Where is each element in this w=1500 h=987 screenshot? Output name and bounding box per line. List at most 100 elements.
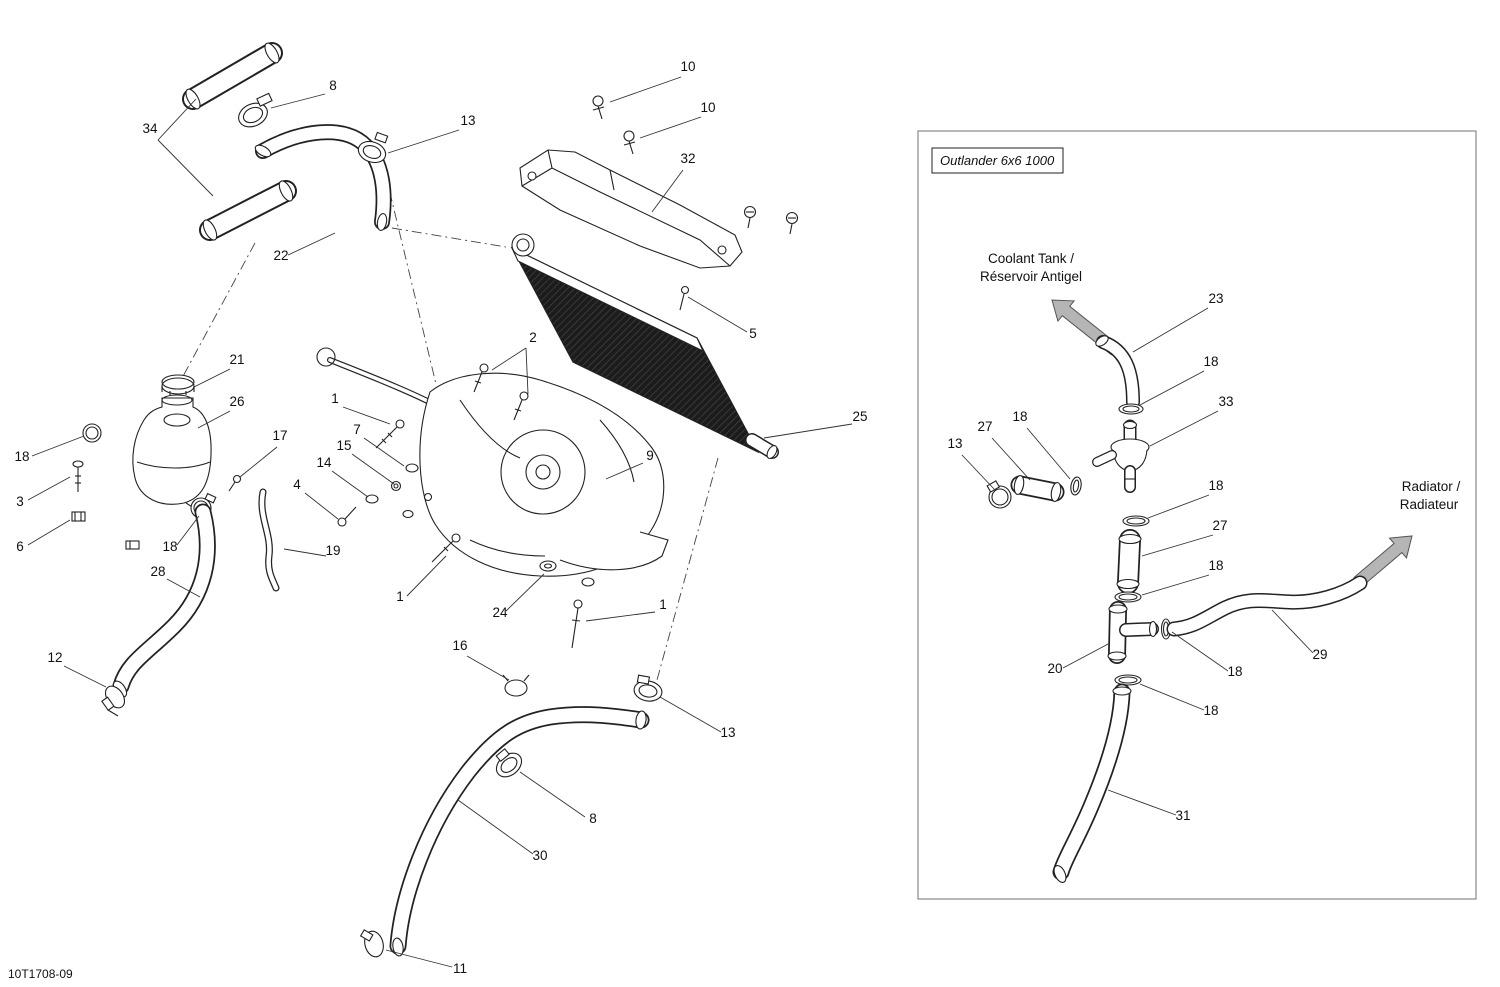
- hose-29: [1166, 575, 1368, 637]
- callout-17: 17: [272, 428, 287, 443]
- screw-32a: [743, 205, 757, 229]
- leader-line: [525, 347, 529, 395]
- callout-8: 8: [329, 78, 337, 93]
- hose-27-short: [1010, 475, 1065, 502]
- bolt-1c: [571, 599, 583, 649]
- thermostat-33: [1092, 419, 1150, 493]
- callout-31: 31: [1175, 808, 1190, 823]
- inset-box: Outlander 6x6 1000: [917, 130, 1477, 900]
- leader-line: [166, 578, 201, 598]
- callout-7: 7: [353, 422, 361, 437]
- hose-23: [1095, 335, 1140, 409]
- callout-34: 34: [142, 121, 158, 136]
- screw-17: [228, 474, 242, 492]
- leader-line: [387, 129, 460, 154]
- callout-33: 33: [1218, 394, 1233, 409]
- ring-18-inset: [1070, 476, 1082, 496]
- clamp-18-e: [1114, 674, 1142, 686]
- callout-1: 1: [659, 597, 667, 612]
- leader-line: [1141, 534, 1214, 557]
- leader-line: [466, 655, 510, 681]
- callout-18: 18: [1012, 409, 1027, 424]
- leader-line: [1171, 631, 1229, 672]
- callout-13: 13: [947, 436, 962, 451]
- callout-10: 10: [680, 59, 695, 74]
- callout-18: 18: [162, 539, 177, 554]
- o-ring-18: [82, 423, 102, 443]
- bolt-4: [337, 506, 357, 527]
- clamp-13-inset: [986, 480, 1012, 509]
- leader-line: [363, 437, 405, 467]
- leader-line: [609, 76, 682, 103]
- leader-lines: [27, 76, 1314, 968]
- leader-line: [331, 470, 369, 498]
- leader-line: [27, 519, 71, 546]
- leader-line: [961, 454, 996, 491]
- callout-23: 23: [1208, 291, 1223, 306]
- callout-27: 27: [1212, 518, 1227, 533]
- leader-line: [687, 296, 748, 333]
- vent-tube-upper: [182, 42, 283, 110]
- heat-shield-32: [519, 149, 743, 269]
- leader-line: [1107, 789, 1177, 816]
- leader-line: [385, 949, 453, 968]
- washer-14: [365, 494, 379, 504]
- leader-line: [1149, 410, 1219, 447]
- leader-line: [283, 548, 327, 557]
- leader-line: [659, 696, 722, 733]
- callout-13: 13: [720, 725, 735, 740]
- callout-26: 26: [229, 394, 244, 409]
- leader-line: [157, 139, 214, 197]
- radiator-outlet: [745, 433, 779, 459]
- small-fasteners: [402, 492, 433, 519]
- leader-line: [1147, 494, 1210, 519]
- bolt-1a: [375, 419, 405, 449]
- hose-clamp-13-top: [357, 131, 389, 164]
- callout-27: 27: [977, 419, 992, 434]
- callout-1: 1: [331, 391, 339, 406]
- leader-line: [639, 116, 702, 139]
- hose-30: [389, 706, 650, 957]
- fan-shroud: [419, 372, 669, 577]
- leader-line: [763, 423, 853, 439]
- leader-line: [31, 435, 85, 457]
- construction-lines: [180, 171, 719, 681]
- leader-line: [1139, 370, 1205, 406]
- leader-line: [1062, 642, 1111, 669]
- leader-line: [157, 98, 197, 141]
- radiator-label-line1: Radiator /: [1402, 479, 1461, 494]
- radiator-annotation: Radiator / Radiateur: [1353, 479, 1461, 588]
- callout-11: 11: [453, 961, 467, 976]
- hose-clamp-11: [359, 929, 384, 958]
- leader-line: [605, 462, 644, 480]
- radiator-flow-arrow: [1353, 535, 1413, 588]
- inset-title: Outlander 6x6 1000: [940, 153, 1055, 168]
- hose-27-cylinder: [1116, 529, 1142, 594]
- hose-clamp-8-bottom: [495, 748, 523, 778]
- leader-line: [457, 799, 534, 855]
- callout-19: 19: [325, 543, 340, 558]
- hose-31: [1052, 683, 1132, 883]
- screw-2b: [513, 391, 529, 421]
- hose-28: [112, 503, 216, 698]
- leader-line: [1271, 609, 1314, 654]
- callout-20: 20: [1047, 661, 1062, 676]
- clip-small: [125, 540, 140, 550]
- clamp-18-c: [1114, 591, 1142, 603]
- leader-line: [287, 232, 336, 256]
- hose-clamp-12: [101, 685, 126, 717]
- leader-line: [193, 368, 231, 388]
- callout-28: 28: [150, 564, 165, 579]
- callout-13: 13: [460, 113, 475, 128]
- callout-6: 6: [16, 539, 24, 554]
- callout-15: 15: [336, 438, 351, 453]
- hose-clamp-13-bottom: [633, 674, 663, 702]
- callout-18: 18: [1227, 664, 1242, 679]
- callout-29: 29: [1312, 647, 1327, 662]
- screw-3: [72, 460, 84, 492]
- leader-line: [176, 515, 200, 546]
- coolant-tank: [132, 394, 212, 511]
- bolt-1b: [431, 533, 461, 563]
- part-code: 10T1708-09: [8, 967, 73, 981]
